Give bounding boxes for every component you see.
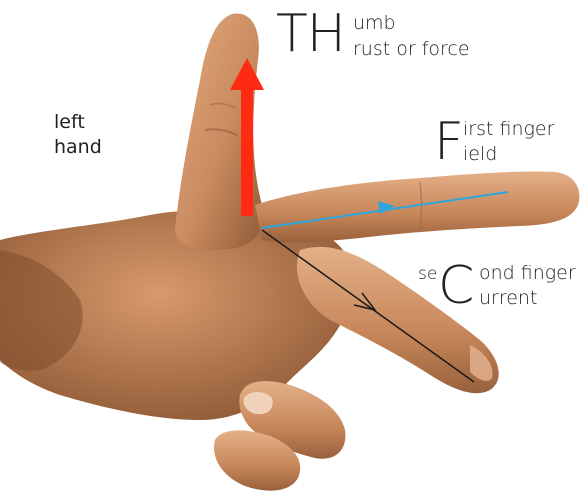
hand-label-line1: left (54, 110, 114, 135)
first-finger (255, 171, 579, 242)
thumb-line2: rust or force (353, 40, 470, 59)
second-finger-prefix: se (418, 266, 437, 283)
first-finger-line2: ield (463, 145, 497, 164)
second-finger-line2: urrent (479, 289, 537, 308)
thumb-line1: umb (353, 14, 396, 33)
first-finger-line1: irst finger (463, 120, 554, 139)
hand-label-line2: hand (54, 135, 114, 160)
thumb-big-letters: TH (276, 8, 345, 60)
thrust-arrow-shaft (241, 88, 253, 216)
hand-label: left hand (54, 110, 114, 160)
second-finger-line1: ond finger (479, 264, 576, 283)
second-finger-big-letter: C (438, 260, 473, 312)
first-finger-big-letter: F (434, 116, 463, 168)
